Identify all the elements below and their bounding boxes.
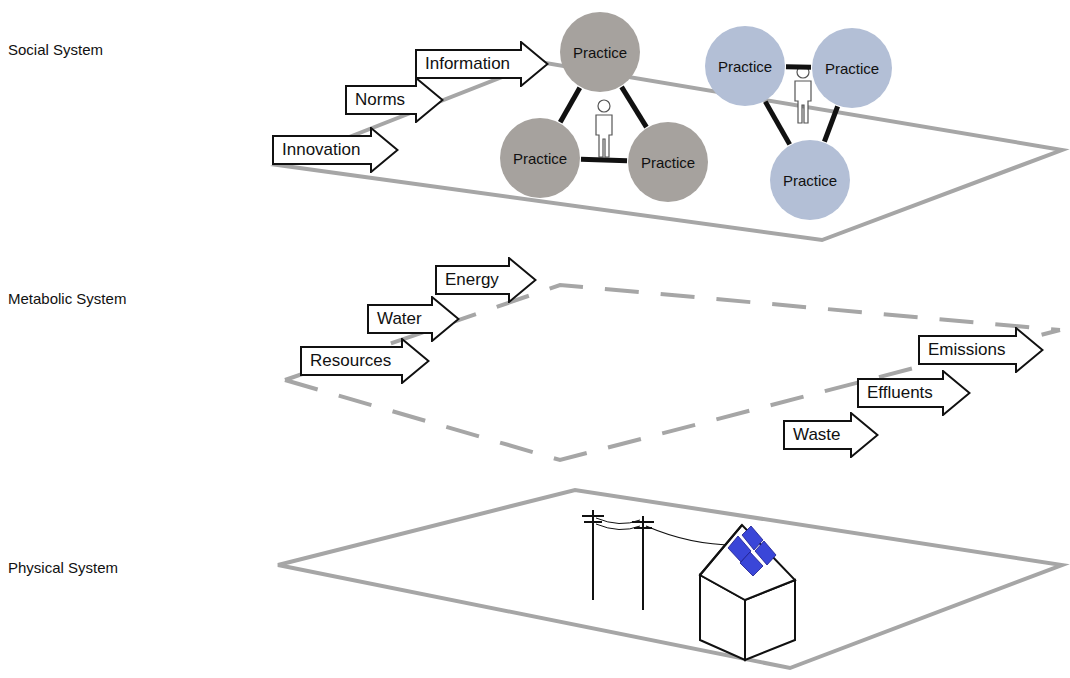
practice-link: [560, 88, 580, 123]
practice-circle: Practice: [560, 12, 640, 92]
practice-link: [824, 106, 837, 141]
node-text: Innovation: [282, 140, 360, 160]
node-text: Emissions: [928, 340, 1005, 360]
practice-link: [765, 102, 789, 145]
node-text: Effluents: [867, 383, 933, 403]
node-text: Practice: [825, 60, 879, 77]
flow-arrow: Norms: [345, 77, 444, 123]
person-icon: [795, 66, 811, 123]
practice-circle: Practice: [500, 118, 580, 198]
practice-link: [581, 159, 627, 160]
node-text: Information: [425, 54, 510, 74]
flow-arrow: Waste: [783, 412, 879, 458]
flow-arrow: Resources: [300, 338, 430, 384]
node-text: Waste: [793, 425, 841, 445]
flow-arrow: Information: [415, 41, 549, 87]
node-text: Energy: [445, 270, 499, 290]
system-label: Physical System: [8, 559, 118, 576]
system-label: Metabolic System: [8, 290, 126, 307]
system-label: Social System: [8, 41, 103, 58]
node-text: Practice: [641, 154, 695, 171]
practice-link: [622, 87, 647, 127]
flow-arrow: Effluents: [857, 370, 971, 416]
node-text: Practice: [783, 172, 837, 189]
physical-plane: [278, 490, 1062, 668]
solar-panel: [728, 526, 776, 576]
person-icon: [596, 100, 612, 157]
house: [700, 525, 795, 660]
node-text: Practice: [718, 58, 772, 75]
practice-circle: Practice: [770, 140, 850, 220]
practice-circle: Practice: [705, 26, 785, 106]
flow-arrow: Energy: [435, 257, 537, 303]
node-text: Norms: [355, 90, 405, 110]
practice-circle: Practice: [812, 28, 892, 108]
practice-circle: Practice: [628, 122, 708, 202]
node-text: Practice: [573, 44, 627, 61]
node-text: Resources: [310, 351, 391, 371]
node-text: Practice: [513, 150, 567, 167]
practice-link: [786, 64, 811, 69]
flow-arrow: Water: [367, 296, 460, 342]
flow-arrow: Emissions: [918, 327, 1044, 373]
metabolic-plane: [285, 330, 1060, 460]
node-text: Water: [377, 309, 422, 329]
flow-arrow: Innovation: [272, 127, 399, 173]
